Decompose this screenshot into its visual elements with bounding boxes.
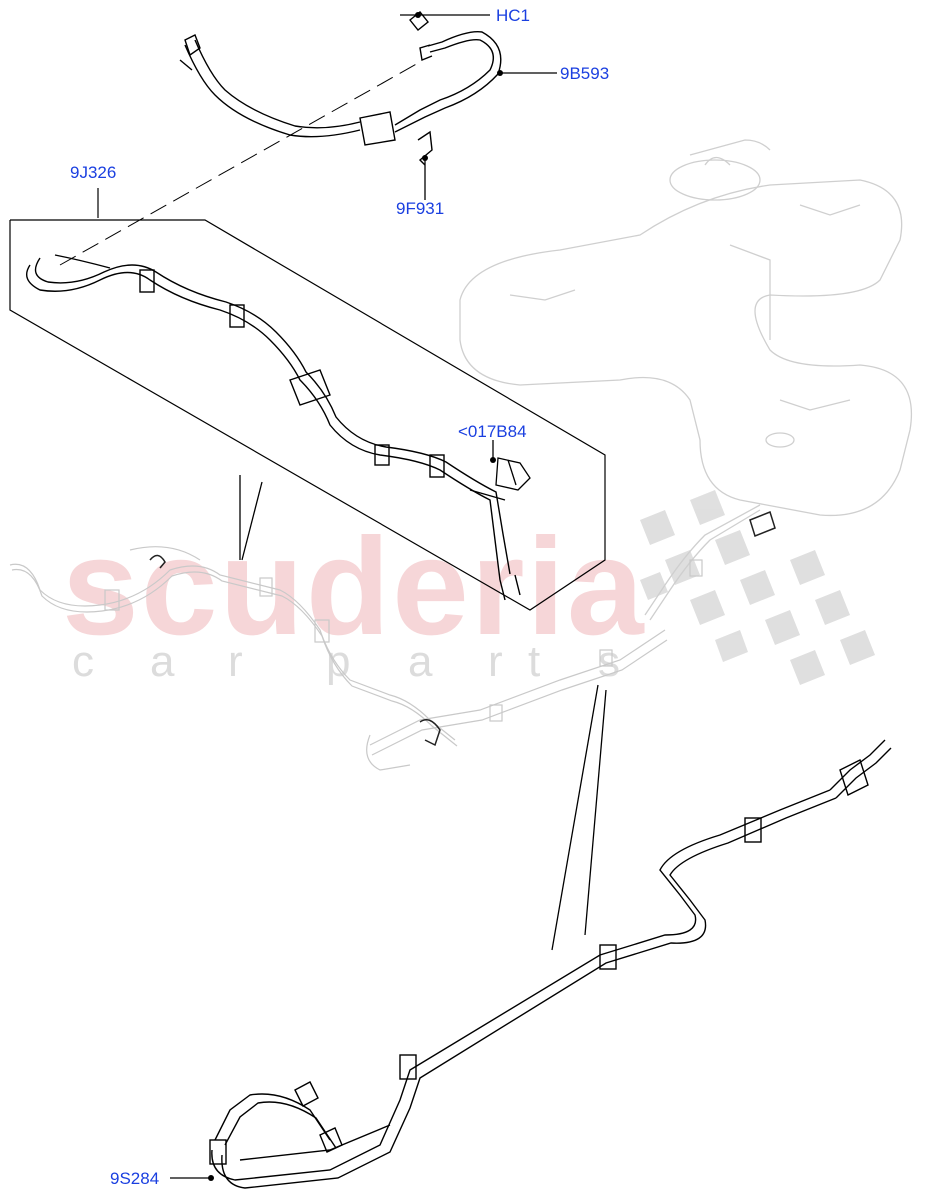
watermark-letter: r	[488, 637, 503, 686]
clip-dark-ghost	[149, 511, 776, 747]
callout-9b593[interactable]: 9B593	[560, 64, 610, 83]
fuel-lines-9j326	[26, 254, 521, 601]
callout-9s284[interactable]: 9S284	[110, 1169, 160, 1188]
vapour-hose-9b593	[179, 11, 502, 146]
pointer-lines	[170, 14, 607, 1179]
fuel-lines-ghost	[9, 546, 703, 771]
watermark-letter: c	[72, 637, 94, 686]
callout-017b84[interactable]: <017B84	[458, 422, 527, 441]
fuel-lines-9s284	[209, 739, 892, 1189]
watermark-letter: a	[150, 637, 175, 686]
callout-9j326[interactable]: 9J326	[70, 163, 117, 182]
callout-dots	[208, 12, 503, 1181]
bracket-9f931	[417, 130, 433, 166]
assembly-frame-9j326	[9, 188, 606, 611]
watermark-letter: a	[408, 637, 433, 686]
checkered-flag-watermark	[640, 490, 875, 685]
watermark-letter: r	[228, 637, 243, 686]
watermark-letter: t	[528, 637, 541, 686]
callout-9f931[interactable]: 9F931	[396, 199, 445, 218]
dashed-guide-line	[59, 61, 421, 266]
fuel-tank-ghost	[459, 139, 912, 621]
connector-box-017b84	[495, 457, 531, 491]
callout-hc1[interactable]: HC1	[496, 6, 531, 25]
